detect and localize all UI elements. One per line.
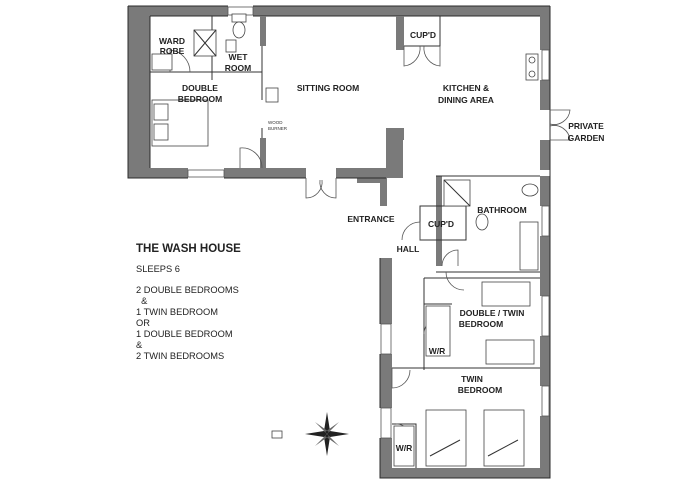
info-line: & [136, 340, 143, 350]
label-wet-room-2: ROOM [225, 63, 251, 73]
label-wr-2: W/R [396, 443, 413, 453]
label-wood-burner-1: WOOD [268, 120, 283, 125]
label-entrance: ENTRANCE [347, 214, 395, 224]
label-kitchen-2: DINING AREA [438, 95, 494, 105]
label-sitting-room: SITTING ROOM [297, 83, 359, 93]
label-private-garden-1: PRIVATE [568, 121, 604, 131]
label-private-garden-2: GARDEN [568, 133, 605, 143]
label-wardrobe-1: WARD [159, 36, 185, 46]
room-labels: WARD ROBE WET ROOM DOUBLE BEDROOM SITTIN… [159, 30, 604, 453]
label-double-bedroom-2: BEDROOM [178, 94, 222, 104]
label-wood-burner-2: BURNER [268, 126, 288, 131]
label-twin-bedroom-1: TWIN [461, 374, 483, 384]
compass-n-icon [271, 430, 283, 439]
info-line: 1 TWIN BEDROOM [136, 307, 218, 317]
label-wet-room-1: WET [229, 52, 249, 62]
info-line: & [136, 296, 148, 306]
info-line: 2 DOUBLE BEDROOMS [136, 285, 239, 295]
sleeps-count: SLEEPS 6 [136, 264, 180, 274]
label-double-bedroom-1: DOUBLE [182, 83, 218, 93]
fixtures [151, 13, 539, 467]
label-kitchen-1: KITCHEN & [443, 83, 489, 93]
label-double-twin-2: BEDROOM [459, 319, 503, 329]
property-title: THE WASH HOUSE [136, 243, 241, 255]
label-wardrobe-2: ROBE [160, 46, 185, 56]
info-line: 2 TWIN BEDROOMS [136, 351, 225, 361]
label-wr-1: W/R [429, 346, 446, 356]
label-cupd-hall: CUP'D [428, 219, 454, 229]
info-line: 1 DOUBLE BEDROOM [136, 329, 233, 339]
label-twin-bedroom-2: BEDROOM [458, 385, 502, 395]
windows [187, 6, 550, 439]
info-line: OR [136, 318, 150, 328]
label-cupd-kitchen: CUP'D [410, 30, 436, 40]
label-double-twin-1: DOUBLE / TWIN [460, 308, 525, 318]
interior-walls [150, 16, 540, 468]
label-hall: HALL [397, 244, 420, 254]
wall-outlines [127, 5, 551, 479]
property-info: THE WASH HOUSE SLEEPS 6 2 DOUBLE BEDROOM… [136, 243, 241, 362]
label-bathroom: BATHROOM [477, 205, 526, 215]
exterior-walls [128, 6, 550, 478]
compass-rose-icon [305, 412, 349, 456]
